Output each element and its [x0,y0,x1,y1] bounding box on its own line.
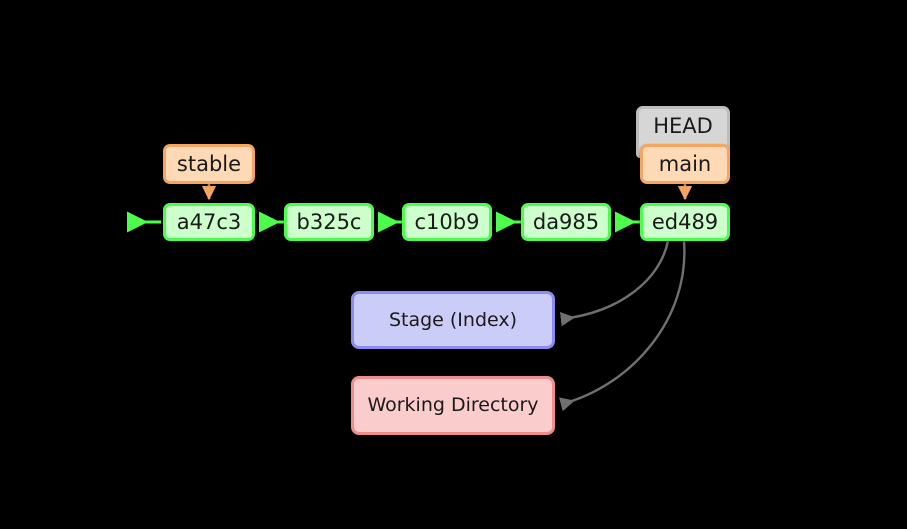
worktree-edges [558,240,686,412]
ref-main-label: main [658,151,712,176]
ref-main[interactable]: main [640,144,730,184]
edge-ed489-to-stage [559,240,670,327]
commit-node-c10b9[interactable]: c10b9 [402,203,492,241]
edge-ed489-to-working-directory [558,240,686,412]
commit-node-da985[interactable]: da985 [521,203,611,241]
commit-node-b325c[interactable]: b325c [284,203,374,241]
working-directory-label: Working Directory [367,394,539,416]
commit-label: c10b9 [414,209,480,234]
commit-label: b325c [296,209,362,234]
commit-label: ed489 [651,209,719,234]
ref-pointer-edges [201,184,693,201]
head-label-text: HEAD [653,114,713,138]
commit-node-ed489[interactable]: ed489 [640,203,730,241]
commit-node-a47c3[interactable]: a47c3 [163,203,255,241]
working-directory-box[interactable]: Working Directory [351,376,555,435]
ref-stable-label: stable [176,151,242,176]
stage-index-label: Stage (Index) [388,308,518,331]
commit-label: da985 [532,209,600,234]
commit-label: a47c3 [176,209,242,234]
ref-stable[interactable]: stable [163,144,255,184]
stage-index-box[interactable]: Stage (Index) [351,291,555,349]
